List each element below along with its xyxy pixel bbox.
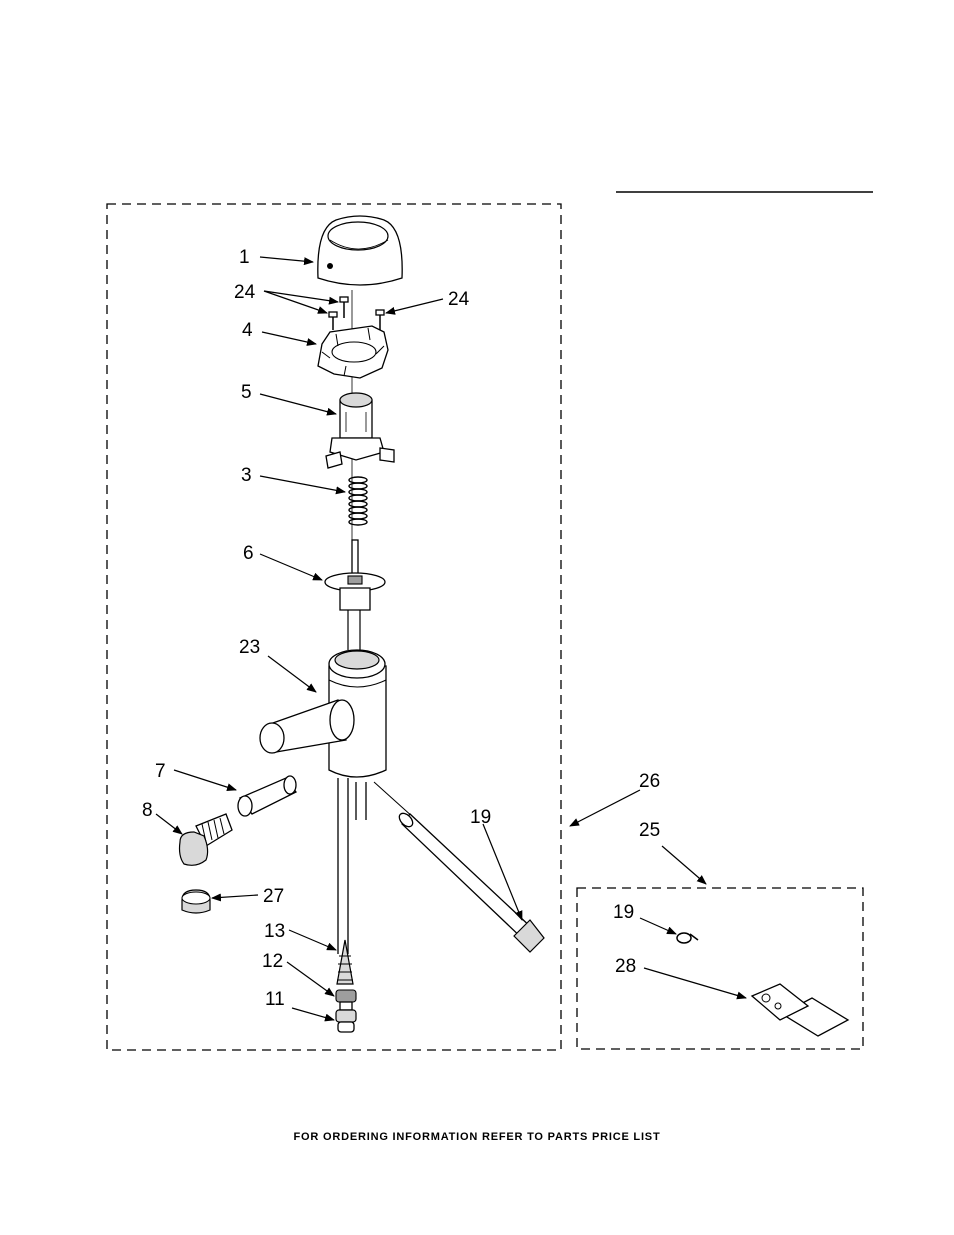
callout-19-kit: 19 [613,902,634,923]
callout-1: 1 [239,247,250,268]
callout-28: 28 [615,956,636,977]
callout-7: 7 [155,761,166,782]
part-19-clip [676,932,699,944]
part-11-fitting [335,1009,357,1033]
part-28-sheets [750,983,850,1037]
part-19-tube [398,812,545,953]
part-23-tee-body [259,649,415,954]
part-1-knob-cap [317,215,403,286]
part-3-spring [348,476,368,526]
callout-23: 23 [239,637,260,658]
callout-24-right: 24 [448,289,470,310]
part-27-cap [181,889,211,914]
part-24-screws [328,296,385,330]
callout-27: 27 [263,886,284,907]
callout-6: 6 [243,543,254,564]
part-8-elbow [178,813,233,866]
callout-25: 25 [639,820,660,841]
callout-8: 8 [142,800,153,821]
part-6-valve-disc [324,539,386,650]
callout-13: 13 [264,921,285,942]
kit-box [576,887,864,1050]
part-5-housing [325,392,395,469]
leader-lines [155,256,747,1022]
callout-4: 4 [242,320,253,341]
callout-11: 11 [265,989,285,1010]
callout-19-tube: 19 [470,807,491,828]
part-7-hose [237,775,297,817]
part-12-fitting [335,989,357,1011]
callout-3: 3 [241,465,252,486]
callout-5: 5 [241,382,252,403]
callout-12: 12 [262,951,283,972]
callout-26: 26 [639,771,660,792]
part-4-bracket [317,325,389,379]
part-13-cone [336,939,354,985]
ordering-info-footer: FOR ORDERING INFORMATION REFER TO PARTS … [293,1131,661,1143]
callout-24-left: 24 [234,282,256,303]
main-assembly-box [106,203,562,1051]
